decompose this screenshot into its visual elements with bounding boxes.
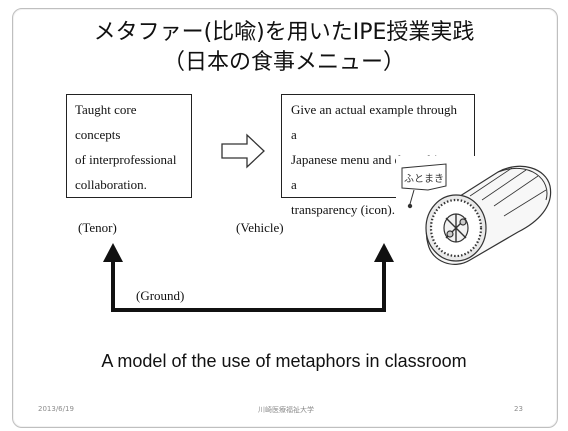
title-line-2: （日本の食事メニュー） — [162, 50, 405, 75]
footer-date: 2013/6/19 — [38, 405, 74, 413]
title-line-1: メタファー(比喩)を用いたIPE授業実践 — [93, 20, 475, 45]
footer-institution: 川崎医療福祉大学 — [258, 406, 314, 414]
slide-title: メタファー(比喩)を用いたIPE授業実践 （日本の食事メニュー） — [0, 18, 568, 78]
up-arrowhead-right — [374, 243, 394, 262]
sushi-roll-drawing — [396, 156, 552, 268]
tenor-line-1: Taught core concepts — [75, 102, 137, 142]
slide-frame — [12, 8, 558, 428]
vehicle-line-3: transparency (icon). — [291, 202, 395, 217]
ground-connector — [111, 258, 386, 312]
up-arrowhead-left — [103, 243, 123, 262]
hollow-right-arrow — [221, 133, 265, 169]
ground-label: (Ground) — [136, 288, 185, 303]
tenor-label: (Tenor) — [78, 220, 117, 235]
sushi-lettering: ふとまき — [404, 173, 444, 185]
footer-page-number: 23 — [514, 405, 523, 413]
tenor-box: Taught core concepts of interprofessiona… — [66, 94, 192, 198]
caption: A model of the use of metaphors in class… — [101, 351, 467, 371]
vehicle-line-1: Give an actual example through a — [291, 102, 458, 142]
vehicle-label: (Vehicle) — [236, 220, 284, 235]
tenor-line-2: of interprofessional — [75, 152, 177, 167]
tenor-line-3: collaboration. — [75, 177, 147, 192]
